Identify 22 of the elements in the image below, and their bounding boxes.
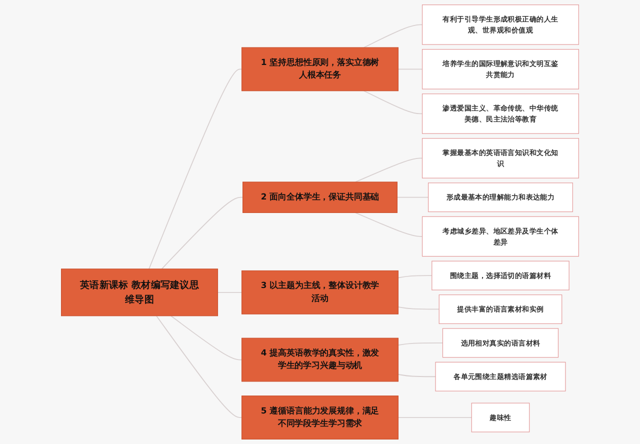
connector [396,196,429,198]
connector [398,374,436,378]
connector [156,315,242,418]
connector [354,158,423,182]
connector [354,212,423,237]
connector [363,90,423,114]
node-box: 4 提高英语教学的真实性，激发学生的学习兴趣与动机 [241,338,398,382]
connector [217,292,242,293]
connector [170,315,242,360]
connector [398,306,440,310]
node-box: 2 面向全体学生，保证共同基础 [242,182,398,213]
node-box: 5 遵循语言能力发展规律，满足不同学段学生学习需求 [241,396,398,440]
connector [398,275,432,278]
connector [363,24,423,48]
connector [398,342,444,346]
connector [398,417,472,418]
node-box: 3 以主题为主线，整体设计教学活动 [241,270,398,314]
connector [148,68,242,270]
connector [398,68,423,70]
node-box: 英语新课标 教材编写建议思维导图 [61,268,218,316]
connector [161,196,244,270]
node-box: 1 坚持思想性原则，落实立德树人根本任务 [241,47,398,92]
